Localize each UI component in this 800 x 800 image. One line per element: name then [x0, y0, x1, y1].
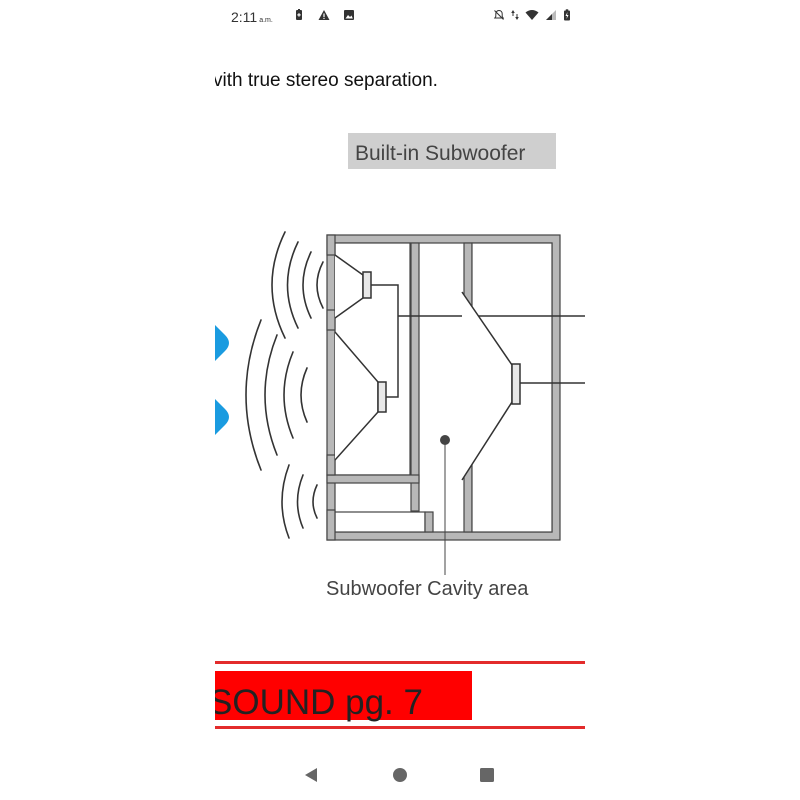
wifi-icon	[525, 10, 539, 20]
signal-icon	[546, 10, 556, 20]
clock-time: 2:11	[231, 9, 258, 25]
status-icons-right	[493, 9, 571, 21]
footer-red-box	[215, 671, 472, 720]
diagram-caption: Subwoofer Cavity area	[326, 578, 529, 600]
subwoofer-diagram: Built-in Subwoofer	[245, 133, 585, 600]
footer-rule-top	[215, 661, 585, 664]
footer-page-label: SOUND pg. 7	[215, 683, 423, 722]
recents-icon[interactable]	[478, 766, 496, 784]
data-arrows-icon	[511, 10, 519, 20]
lower-speaker	[334, 331, 387, 461]
scroll-up-icon	[215, 325, 229, 361]
battery-saver-icon	[296, 9, 302, 20]
diagram-title-box	[348, 133, 556, 169]
upper-speaker	[334, 254, 372, 319]
page-text-line: vith true stereo separation.	[215, 70, 438, 91]
footer-rule-bottom	[215, 726, 585, 729]
speaker-wiring	[371, 284, 585, 398]
scroll-down-icon	[215, 399, 229, 435]
navigation-bar	[215, 758, 585, 792]
home-icon[interactable]	[391, 766, 409, 784]
scroll-handle[interactable]	[215, 325, 235, 435]
status-icons-left	[293, 9, 355, 21]
front-baffle	[326, 234, 336, 541]
clock-ampm: a.m.	[259, 17, 273, 24]
warning-icon	[318, 10, 330, 20]
image-icon	[344, 10, 354, 20]
mute-icon	[493, 9, 505, 20]
diagram-title: Built-in Subwoofer	[355, 142, 525, 165]
battery-icon	[564, 9, 570, 21]
sound-waves	[245, 231, 324, 539]
back-icon[interactable]	[302, 766, 320, 784]
subwoofer-driver	[461, 291, 521, 481]
